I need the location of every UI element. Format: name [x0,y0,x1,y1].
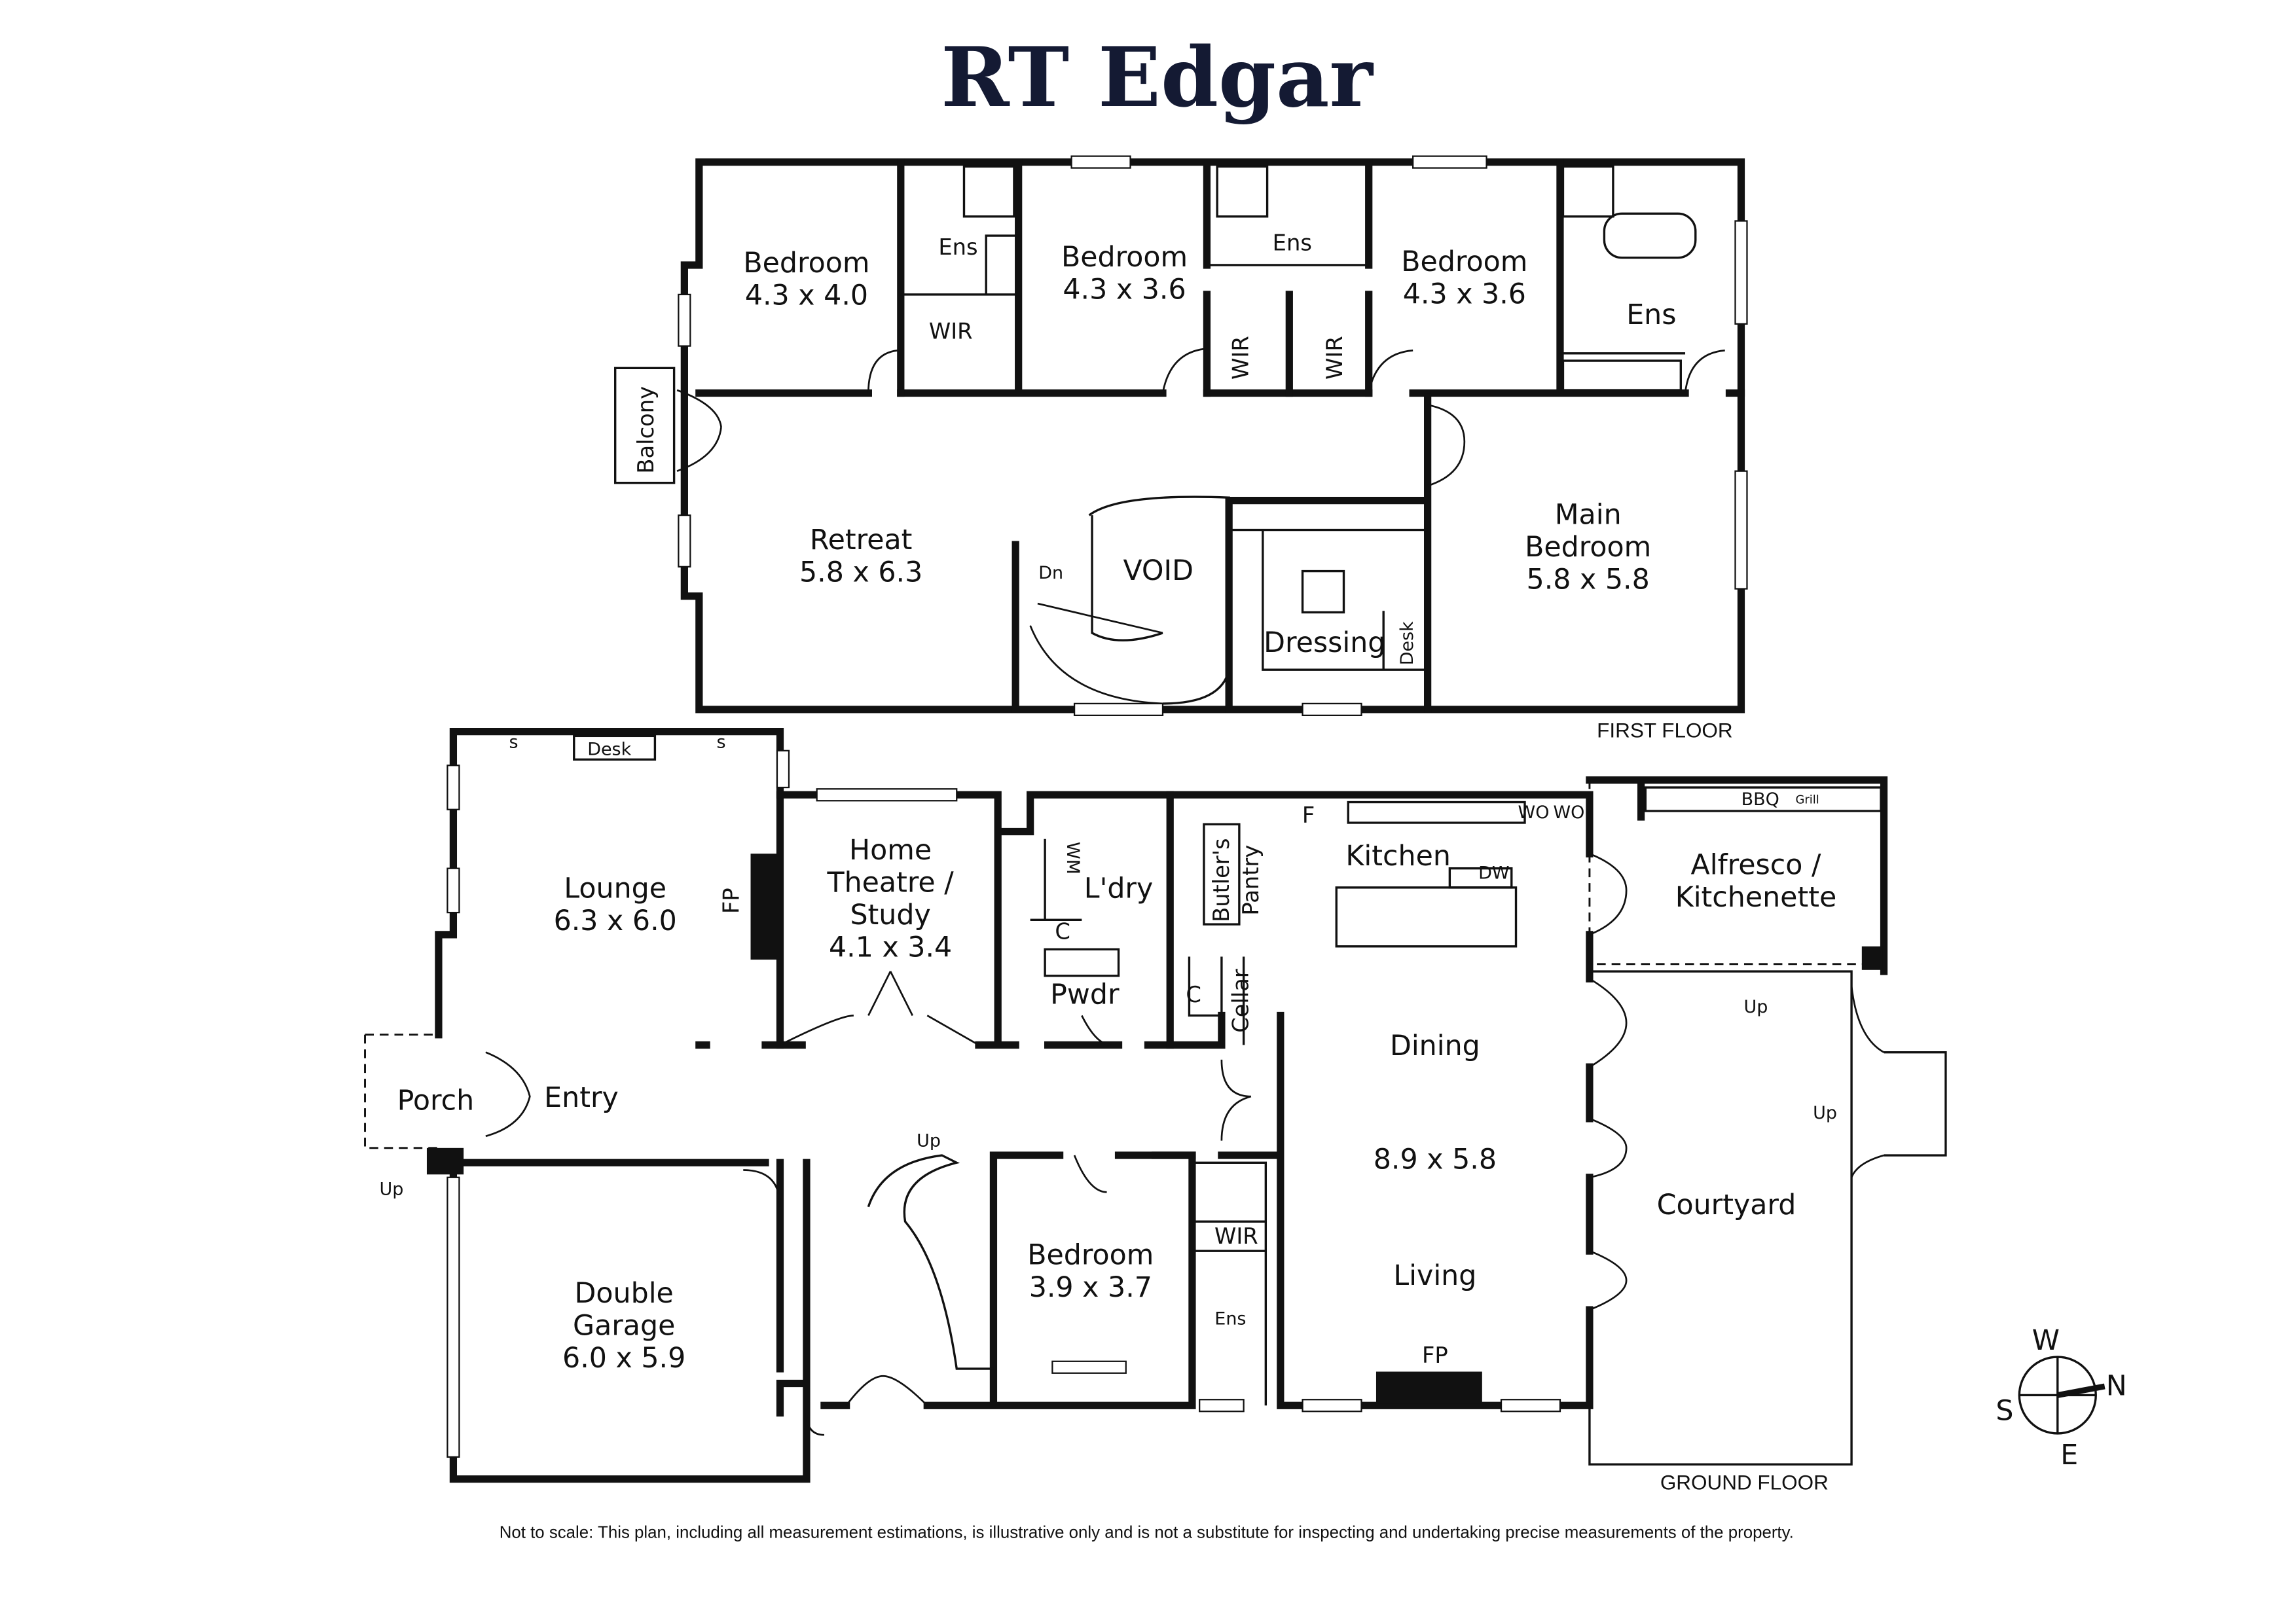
room-bedroom-gf: Bedroom [1027,1238,1154,1271]
ground-floor: Desk s s Lounge 6.3 x 6.0 FP Home Theatr… [364,727,1947,1494]
ground-floor-caption: GROUND FLOOR [1660,1471,1829,1494]
room-dining: Dining [1390,1030,1480,1062]
room-balcony: Balcony [633,386,659,474]
room-lounge-size: 6.3 x 6.0 [554,905,677,937]
bbq-label: BBQ [1741,789,1779,810]
up-porch: Up [380,1180,404,1200]
room-dining-size: 8.9 x 5.8 [1374,1143,1497,1176]
room-bedroom-3: Bedroom [1401,245,1527,278]
room-retreat-size: 5.8 x 6.3 [799,556,922,588]
washing-machine: WM [1063,842,1083,874]
room-bedroom-1-size: 4.3 x 4.0 [745,279,868,312]
room-ens-gf: Ens [1214,1309,1246,1329]
up-courtyard: Up [1813,1103,1837,1123]
first-floor-caption: FIRST FLOOR [1597,719,1732,742]
room-bedroom-2: Bedroom [1061,241,1188,274]
room-butlers-pantry-2: Pantry [1238,845,1264,916]
void-label: VOID [1123,554,1194,587]
room-ens-2: Ens [1273,230,1312,255]
room-home-theatre: Home [849,834,932,867]
desk-label-gf: Desk [587,740,631,760]
room-kitchenette: Kitchenette [1675,881,1837,914]
room-bedroom-2-size: 4.3 x 3.6 [1063,274,1186,306]
room-main-bedroom: Main [1555,499,1622,532]
room-wir-2b: WIR [1322,336,1347,380]
wall-oven-2: WO [1553,802,1584,823]
brand-logo: RT Edgar [941,29,1374,126]
room-home-theatre-size: 4.1 x 3.4 [829,931,952,964]
room-wir-2a: WIR [1228,336,1253,380]
grill-label: Grill [1795,793,1819,807]
compass: W N S E [1995,1324,2126,1471]
room-powder: Pwdr [1050,978,1120,1011]
room-main-bedroom-2: Bedroom [1525,531,1651,564]
room-cellar: Cellar [1228,969,1253,1033]
room-bedroom-gf-size: 3.9 x 3.7 [1029,1271,1152,1304]
room-ens-1: Ens [938,234,977,260]
compass-e: E [2060,1439,2078,1471]
room-home-theatre-2: Theatre / [826,867,954,899]
room-porch: Porch [397,1084,475,1117]
room-dressing: Dressing [1264,626,1385,659]
shelf-s-2: s [717,732,726,752]
stair-dn-label: Dn [1038,563,1063,583]
fireplace-living: FP [1422,1343,1448,1368]
room-main-bedroom-size: 5.8 x 5.8 [1527,564,1650,596]
room-courtyard: Courtyard [1657,1189,1796,1221]
room-entry: Entry [544,1081,619,1114]
fireplace-lounge: FP [719,888,744,914]
desk-label-ff: Desk [1397,621,1417,665]
up-alfresco: Up [1744,997,1768,1017]
cupboard-c-2: C [1186,982,1201,1007]
room-retreat: Retreat [810,524,913,556]
room-butlers-pantry: Butler's [1209,838,1234,922]
room-garage-size: 6.0 x 5.9 [562,1342,685,1375]
room-study: Study [850,899,930,931]
disclaimer: Not to scale: This plan, including all m… [500,1524,1794,1542]
room-kitchen: Kitchen [1345,840,1451,873]
room-wir-gf: WIR [1214,1223,1258,1249]
room-bedroom-3-size: 4.3 x 3.6 [1403,278,1526,310]
first-floor: Bedroom 4.3 x 4.0 Ens WIR Bedroom 4.3 x … [614,155,1748,742]
up-stair: Up [917,1131,941,1151]
room-alfresco: Alfresco / [1691,849,1821,882]
compass-w: W [2032,1324,2060,1357]
compass-n: N [2106,1369,2127,1402]
fridge-label: F [1302,802,1315,828]
room-ens-3: Ens [1626,298,1676,331]
dishwasher-label: DW [1478,863,1509,883]
room-lounge: Lounge [564,873,666,905]
room-living: Living [1393,1259,1476,1292]
room-wir-1: WIR [929,318,973,344]
wall-oven-1: WO [1518,802,1550,823]
compass-s: S [1995,1395,2013,1428]
cupboard-c-1: C [1055,919,1070,945]
room-bedroom-1: Bedroom [743,247,869,279]
room-laundry: L'dry [1084,873,1153,905]
room-garage-2: Garage [573,1309,675,1342]
shelf-s-1: s [509,732,519,752]
room-garage: Double [575,1277,674,1310]
